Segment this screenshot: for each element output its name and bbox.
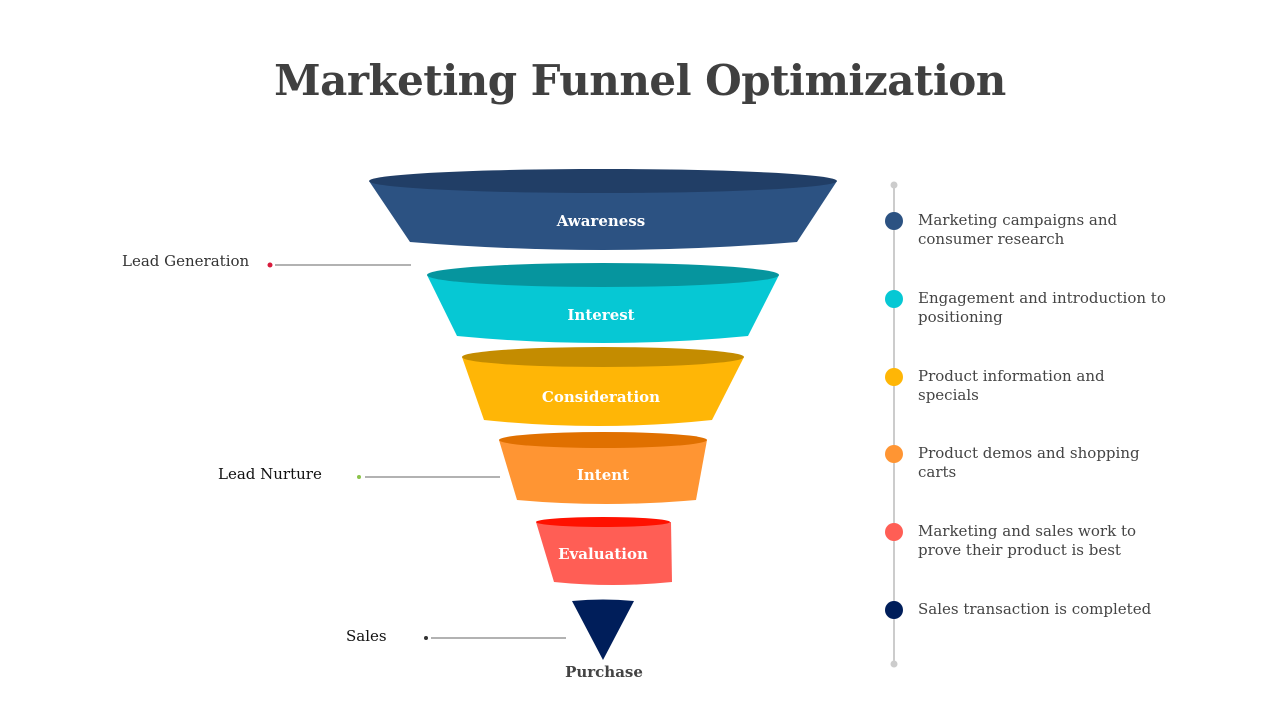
- connector-lead-generation: [267, 262, 411, 268]
- stage-label: Consideration: [542, 388, 660, 406]
- stage-body: [462, 357, 744, 426]
- stage-label: Intent: [577, 466, 629, 484]
- stage-label: Interest: [567, 306, 634, 324]
- timeline-dot: [885, 445, 903, 463]
- stage-top: [499, 432, 707, 448]
- page-title: Marketing Funnel Optimization: [274, 56, 1006, 105]
- timeline-dot: [885, 368, 903, 386]
- timeline: [885, 181, 903, 668]
- connector-sales: [424, 636, 566, 640]
- funnel-stage-consideration: Consideration: [462, 347, 744, 426]
- stage-top: [427, 263, 779, 287]
- funnel-stage-intent: Intent: [499, 432, 707, 504]
- description-intent: Product demos and shopping carts: [918, 444, 1140, 481]
- stage-label: Evaluation: [558, 545, 648, 563]
- funnel-stage-evaluation: Evaluation: [536, 517, 672, 585]
- funnel-stage-interest: Interest: [427, 263, 779, 343]
- stage-label: Awareness: [556, 212, 645, 230]
- timeline-dot: [885, 523, 903, 541]
- description-interest: Engagement and introduction to positioni…: [918, 289, 1166, 326]
- stage-body: [499, 440, 707, 504]
- stage-label: Purchase: [565, 663, 643, 681]
- side-label-sales: Sales: [346, 627, 387, 645]
- stage-top: [536, 517, 670, 527]
- stage-body: [572, 599, 634, 660]
- timeline-dot: [885, 601, 903, 619]
- timeline-dot: [885, 290, 903, 308]
- side-label-lead-generation: Lead Generation: [122, 252, 250, 270]
- connector-lead-nurture: [357, 475, 500, 479]
- funnel-stage-purchase: Purchase: [565, 599, 643, 681]
- description-purchase: Sales transaction is completed: [918, 600, 1152, 618]
- stage-top: [462, 347, 744, 367]
- stage-top: [369, 169, 837, 193]
- stage-body: [369, 181, 837, 250]
- side-label-lead-nurture: Lead Nurture: [218, 465, 322, 483]
- description-evaluation: Marketing and sales work to prove their …: [918, 522, 1137, 559]
- funnel-stage-awareness: Awareness: [369, 169, 837, 250]
- description-consideration: Product information and specials: [918, 367, 1105, 404]
- timeline-dot: [885, 212, 903, 230]
- stage-body: [536, 522, 672, 585]
- stage-body: [427, 275, 779, 343]
- description-awareness: Marketing campaigns and consumer researc…: [918, 211, 1118, 248]
